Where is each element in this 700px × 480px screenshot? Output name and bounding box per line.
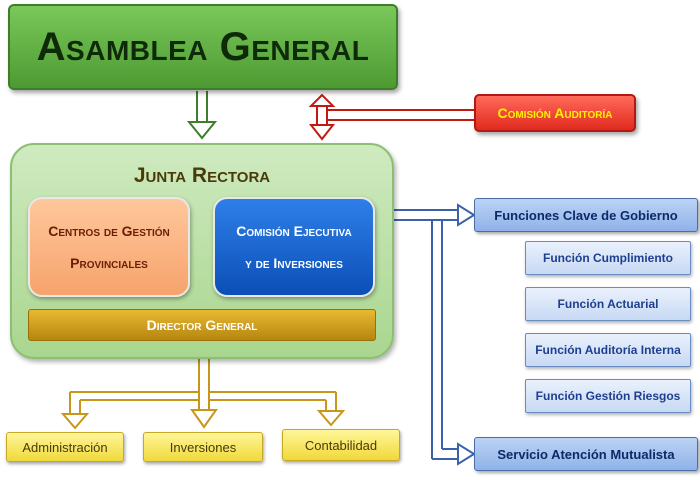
comision-ejecutiva-box: Comisión Ejecutiva y de Inversiones [213, 197, 375, 297]
administracion-label: Administración [22, 439, 108, 455]
funcion-actuarial-box: Función Actuarial [525, 287, 691, 321]
director-general-label: Director General [146, 317, 258, 333]
comision-ejecutiva-line2: y de Inversiones [245, 255, 343, 271]
asamblea-general-label: Asamblea General [36, 24, 370, 69]
funcion-auditoria-interna-label: Función Auditoría Interna [535, 343, 681, 357]
funcion-gestion-riesgos-box: Función Gestión Riesgos [525, 379, 691, 413]
funcion-auditoria-interna-box: Función Auditoría Interna [525, 333, 691, 367]
funciones-clave-label: Funciones Clave de Gobierno [494, 207, 678, 223]
centros-gestion-box: Centros de Gestión Provinciales [28, 197, 190, 297]
asamblea-general-box: Asamblea General [8, 4, 398, 90]
funcion-cumplimiento-label: Función Cumplimiento [543, 251, 673, 265]
inversiones-label: Inversiones [169, 439, 237, 455]
auditoria-bidirectional-arrow [308, 93, 474, 141]
director-connectors [60, 342, 346, 430]
funcion-actuarial-label: Función Actuarial [557, 297, 659, 311]
inversiones-box: Inversiones [143, 432, 263, 462]
junta-rectora-title: Junta Rectora [133, 164, 271, 187]
ejecutiva-connectors [376, 203, 476, 466]
centros-gestion-line1: Centros de Gestión [48, 223, 170, 239]
comision-auditoria-label: Comisión Auditoría [497, 105, 613, 121]
director-general-box: Director General [28, 309, 376, 341]
funciones-clave-box: Funciones Clave de Gobierno [474, 198, 698, 232]
asamblea-to-junta-arrow [186, 91, 218, 140]
servicio-atencion-box: Servicio Atención Mutualista [474, 437, 698, 471]
contabilidad-label: Contabilidad [304, 437, 378, 453]
funcion-cumplimiento-box: Función Cumplimiento [525, 241, 691, 275]
administracion-box: Administración [6, 432, 124, 462]
comision-auditoria-box: Comisión Auditoría [474, 94, 636, 132]
comision-ejecutiva-line1: Comisión Ejecutiva [236, 223, 352, 239]
servicio-atencion-label: Servicio Atención Mutualista [497, 446, 675, 462]
centros-gestion-line2: Provinciales [70, 255, 148, 271]
funcion-gestion-riesgos-label: Función Gestión Riesgos [535, 389, 681, 403]
contabilidad-box: Contabilidad [282, 429, 400, 461]
